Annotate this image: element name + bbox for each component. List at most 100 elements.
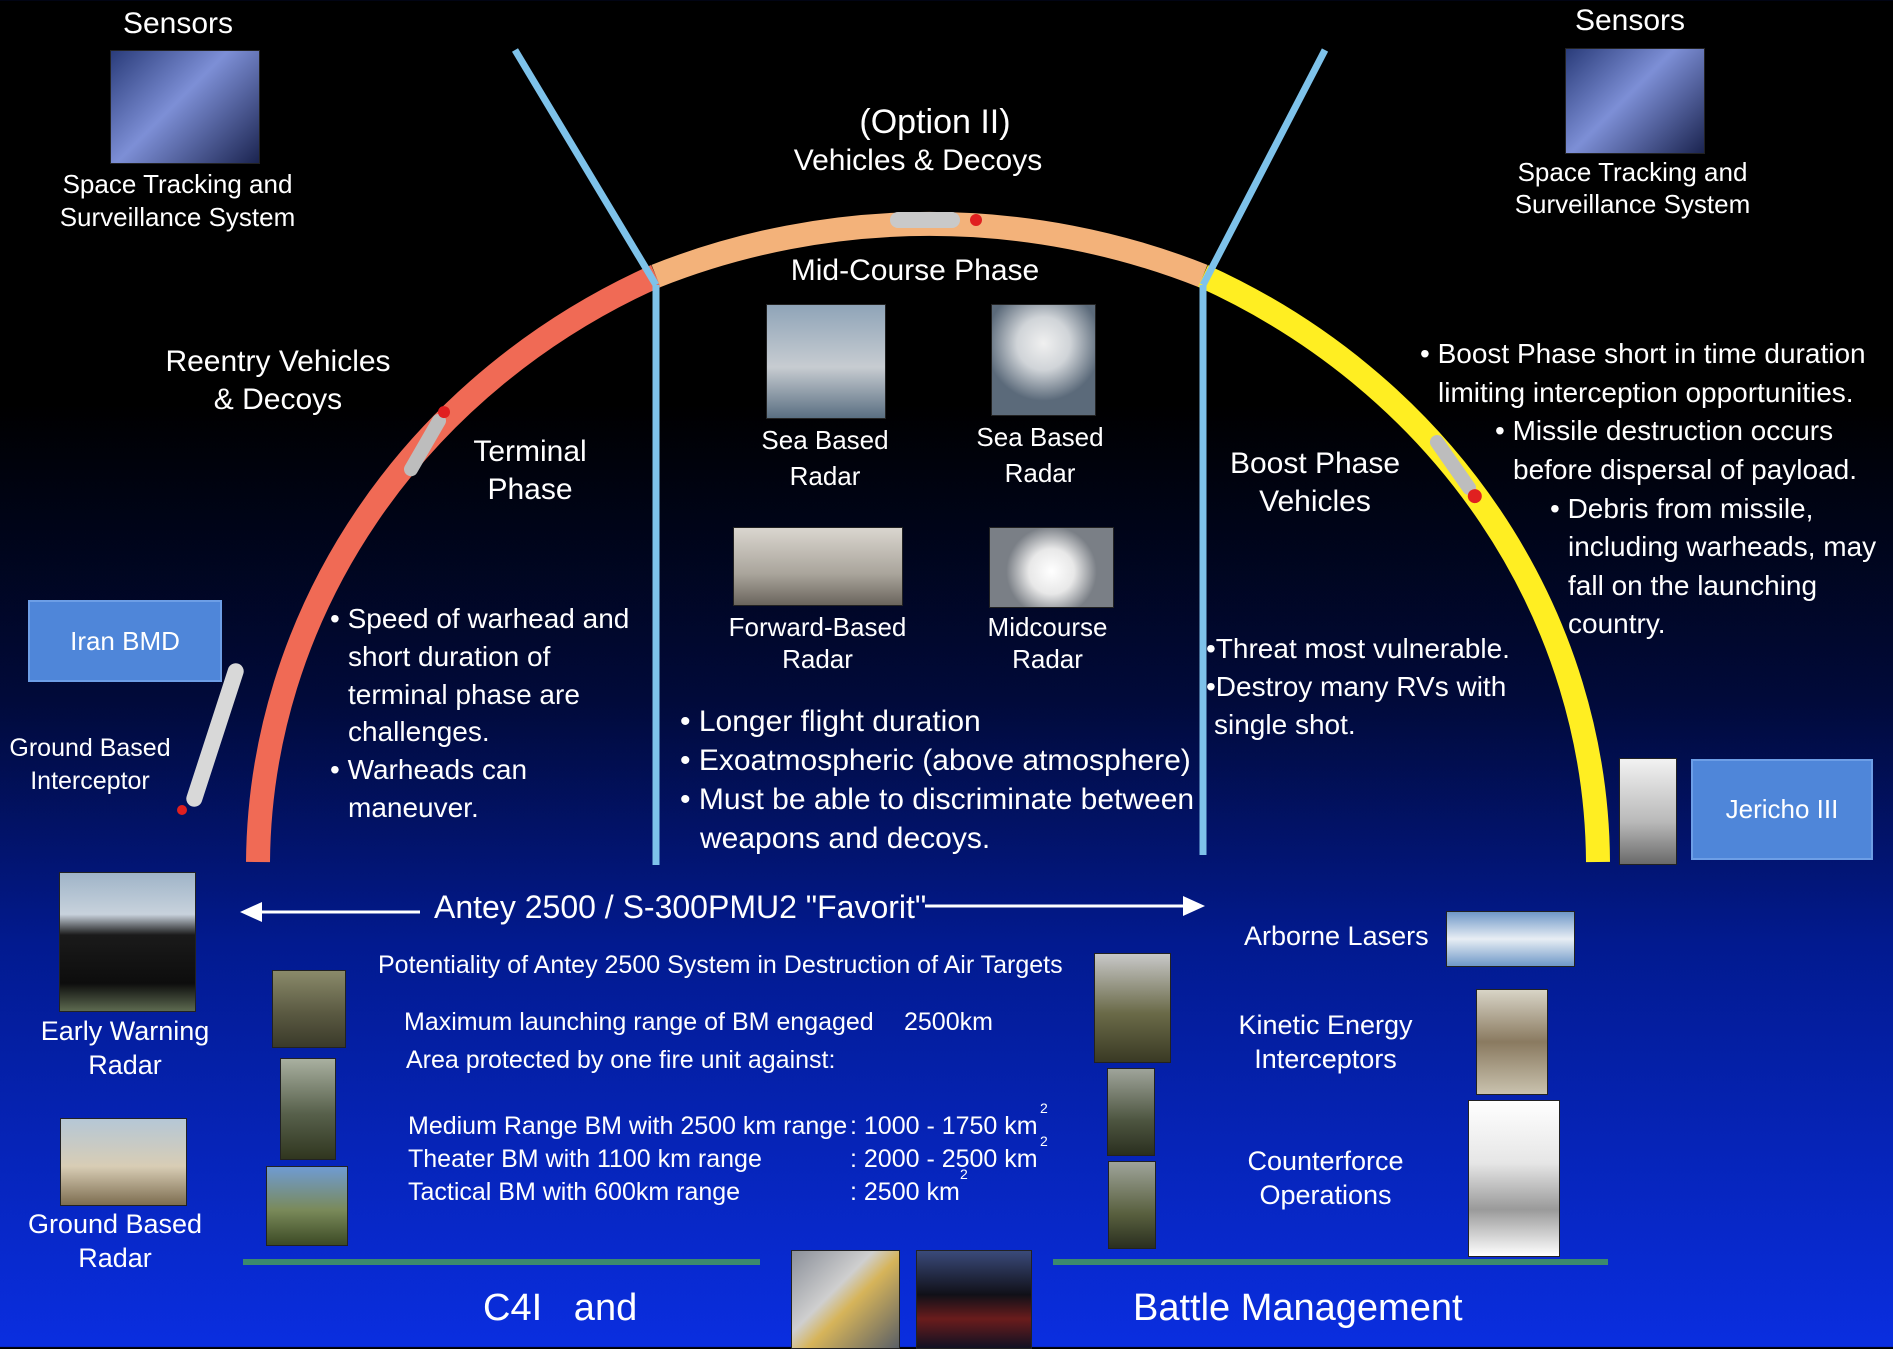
arrow-right-head-icon (1183, 896, 1205, 916)
antey-subtitle: Potentiality of Antey 2500 System in Des… (378, 951, 1063, 979)
kinetic-line2: Interceptors (1254, 1044, 1397, 1074)
midcourse-bullet-4: weapons and decoys. (700, 822, 991, 855)
antey-row-2-label: Theater BM with 1100 km range (408, 1145, 762, 1173)
forward-radar-line1: Forward-Based (728, 612, 907, 642)
c4i-label: C4I and (483, 1287, 638, 1329)
antey-row-3-superscript: 2 (960, 1166, 968, 1182)
early-warning-line1: Early Warning (40, 1016, 210, 1046)
antey-area-label: Area protected by one fire unit against: (406, 1046, 836, 1074)
terminal-bullet-1: • Speed of warhead and (330, 603, 630, 634)
terminal-phase-arc (246, 265, 661, 863)
terminal-bullet-5: • Warheads can (330, 754, 528, 786)
midcourse-bullets: • Longer flight duration • Exoatmospheri… (680, 702, 1194, 858)
antey-vehicle-image-3 (266, 1166, 348, 1246)
left-sensors-caption-line2: Surveillance System (59, 202, 296, 232)
boost-mid-bullet-3: single shot. (1214, 708, 1356, 740)
boost-right-bullet-3: • Missile destruction occurs (1495, 415, 1834, 447)
terminal-bullet-6: maneuver. (348, 791, 479, 823)
airborne-laser-image (1446, 911, 1575, 967)
antey-row-3-label: Tactical BM with 600km range (408, 1178, 741, 1206)
iran-bmd-box: Iran BMD (28, 600, 222, 682)
boost-right-bullet-7: fall on the launching (1568, 569, 1818, 601)
sea-radar-2-line2: Radar (1004, 458, 1076, 488)
ground-based-interceptor-line1: Ground Based (9, 734, 171, 762)
boost-missile-icon (1429, 435, 1482, 504)
antey-max-range-value: 2500km (904, 1008, 993, 1036)
option-label: (Option II) (859, 103, 1011, 141)
right-satellite-image (1565, 48, 1705, 154)
terminal-missile-icon (404, 406, 450, 477)
antey-arrow-label: Antey 2500 / S-300PMU2 "Favorit" (434, 889, 927, 925)
ground-radar-line1: Ground Based (27, 1209, 203, 1239)
terminal-bullet-4: challenges. (348, 716, 490, 748)
midcourse-bullet-1: • Longer flight duration (680, 705, 981, 738)
right-sensors-caption-line2: Surveillance System (1514, 189, 1751, 219)
battle-management-label: Battle Management (1133, 1287, 1463, 1329)
boost-mid-bullets: •Threat most vulnerable. •Destroy many R… (1206, 630, 1510, 743)
antey-row-2-superscript: 2 (1040, 1133, 1048, 1149)
antey-vehicle-image-2 (280, 1058, 336, 1160)
boost-right-bullet-8: country. (1568, 608, 1666, 640)
early-warning-line2: Radar (88, 1050, 162, 1080)
early-warning-radar-image (59, 872, 196, 1012)
right-sensors-caption-line1: Space Tracking and (1517, 157, 1748, 187)
boost-right-bullet-4: before dispersal of payload. (1513, 453, 1857, 485)
ground-based-radar-image (60, 1118, 187, 1206)
forward-radar-line2: Radar (782, 644, 853, 674)
boost-phase-arc (1198, 265, 1610, 863)
boost-right-bullet-1: • Boost Phase short in time duration (1420, 338, 1866, 369)
sea-radar-1-line1: Sea Based (761, 425, 889, 455)
midcourse-bullet-2: • Exoatmospheric (above atmosphere) (680, 744, 1191, 777)
midcourse-radar-image (989, 527, 1114, 608)
sea-based-radar-dome-image (991, 304, 1096, 416)
jericho-launcher-image (1619, 758, 1677, 865)
command-center-image (916, 1250, 1032, 1349)
sea-radar-2-line1: Sea Based (976, 422, 1104, 452)
left-divider-upper (511, 48, 660, 287)
left-sensors-caption-line1: Space Tracking and (62, 169, 293, 199)
boost-phase-line2: Vehicles (1259, 485, 1371, 518)
antey-max-range-label: Maximum launching range of BM engaged (404, 1008, 874, 1036)
midcourse-radar-line2: Radar (1012, 644, 1083, 674)
left-sensors-heading: Sensors (122, 7, 234, 40)
antey-vehicle-image-1 (272, 970, 346, 1048)
kinetic-interceptor-image (1476, 989, 1548, 1095)
terminal-bullets: • Speed of warhead and short duration of… (330, 600, 629, 827)
left-satellite-image (110, 50, 260, 164)
antey-radar-image-2 (1107, 1068, 1155, 1156)
top-missile-tip-icon (970, 214, 982, 226)
kinetic-line1: Kinetic Energy (1238, 1010, 1413, 1040)
counterforce-line2: Operations (1259, 1180, 1392, 1210)
midcourse-radar-line1: Midcourse (987, 612, 1108, 642)
sea-based-radar-ship-image (766, 304, 886, 419)
boost-right-bullets: • Boost Phase short in time duration lim… (1420, 335, 1876, 644)
antey-radar-image-1 (1094, 953, 1171, 1063)
antey-row-1-superscript: 2 (1040, 1100, 1048, 1116)
midcourse-phase-label: Mid-Course Phase (790, 254, 1040, 287)
reentry-vehicles-line1: Reentry Vehicles (165, 345, 391, 378)
vehicles-decoys-label: Vehicles & Decoys (793, 144, 1043, 177)
right-divider-upper (1199, 48, 1329, 287)
boost-mid-bullet-2: •Destroy many RVs with (1206, 670, 1507, 702)
antey-row-1-label: Medium Range BM with 2500 km range (408, 1112, 848, 1140)
antey-row-2-value: : 2000 - 2500 km (850, 1145, 1038, 1173)
counterforce-helicopter-image (1468, 1100, 1560, 1257)
boost-right-bullet-6: including warheads, may (1568, 531, 1877, 563)
ground-based-interceptor-line2: Interceptor (30, 767, 150, 795)
c4i-operator-image (791, 1250, 900, 1349)
jericho-box: Jericho III (1691, 759, 1873, 860)
airborne-lasers-label: Arborne Lasers (1244, 921, 1429, 951)
forward-based-radar-image (733, 527, 903, 606)
terminal-bullet-2: short duration of (348, 640, 551, 672)
right-sensors-heading: Sensors (1574, 4, 1686, 37)
arrow-left-head-icon (240, 902, 262, 922)
boost-right-bullet-2: limiting interception opportunities. (1438, 376, 1854, 408)
terminal-bullet-3: terminal phase are (348, 678, 580, 710)
sea-radar-1-line2: Radar (789, 461, 861, 491)
antey-radar-image-3 (1108, 1161, 1156, 1249)
top-missile-icon (890, 212, 960, 228)
midcourse-bullet-3: • Must be able to discriminate between (680, 783, 1195, 816)
antey-row-3-value: : 2500 km (850, 1178, 960, 1206)
